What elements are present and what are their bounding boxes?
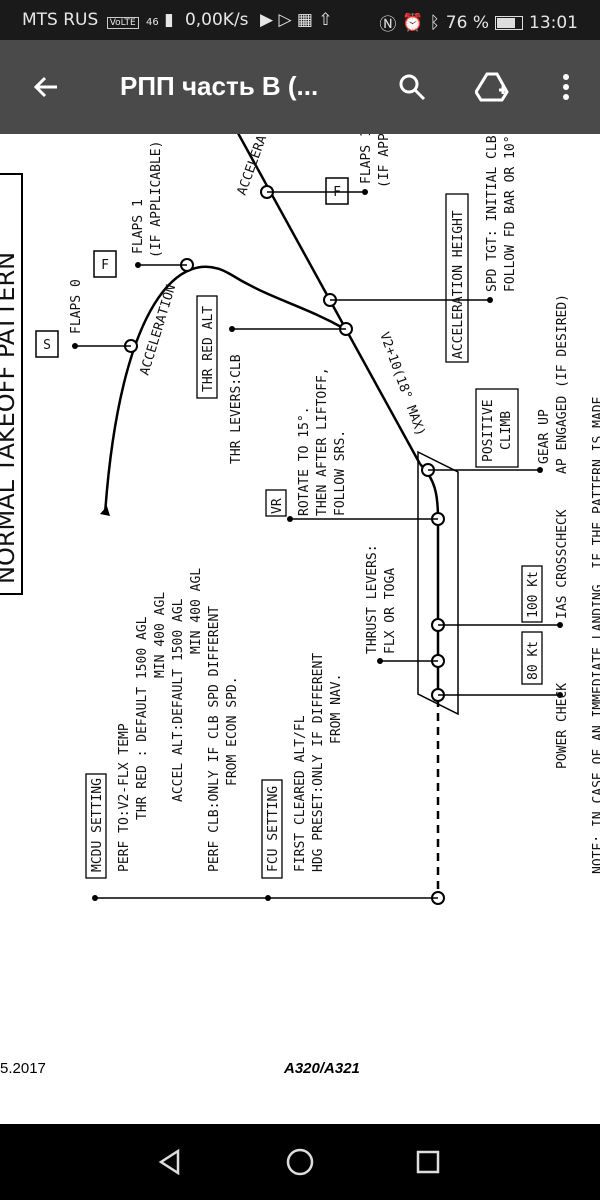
more-options-icon[interactable]	[546, 67, 586, 107]
hdg-preset-2-label: FROM NAV.	[329, 674, 344, 744]
rotate-label-2: THEN AFTER LIFTOFF,	[315, 367, 330, 516]
footer-date: 5.2017	[0, 1060, 46, 1077]
thr-red-alt-label: THR RED ALT	[201, 306, 216, 392]
f-box-2-label: F	[333, 185, 341, 200]
acceleration-label-2: ACCELERATION	[235, 134, 281, 197]
power-check-label: POWER CHECK	[555, 683, 570, 769]
note-label: NOTE: IN CASE OF AN IMMEDIATE LANDING, I…	[591, 397, 600, 874]
search-icon[interactable]	[392, 67, 432, 107]
bluetooth-icon: ᛒ	[429, 12, 440, 33]
carrier-label: MTS RUS	[22, 10, 99, 30]
back-arrow-icon[interactable]	[26, 67, 66, 107]
takeoff-diagram: NORMAL TAKEOFF PATTERN	[0, 63, 600, 905]
follow-fd-label: FOLLOW FD BAR OR 10°	[503, 135, 518, 292]
100kt-label: 100 Kt	[526, 571, 541, 618]
thrust-levers-label: THRUST LEVERS:	[365, 544, 380, 654]
recents-square-icon[interactable]	[408, 1142, 448, 1182]
battery-percent: 76 %	[445, 12, 489, 33]
path-arrow-icon	[100, 506, 110, 516]
accel-min-label: MIN 400 AGL	[189, 568, 204, 654]
data-speed: 0,00K/s	[184, 10, 249, 30]
signal-icon: ▮	[164, 10, 174, 30]
calendar-icon: ▦	[296, 10, 313, 30]
network-type: 46	[146, 17, 159, 28]
flaps1b-sub-label: (IF APPLICABLE)	[377, 134, 392, 188]
app-bar: РПП часть В (...	[0, 40, 600, 134]
status-left: MTS RUS VoLTE 46 ▮ 0,00K/s ▶ ▷ ▦ ⇧	[22, 10, 333, 30]
flaps0-label: FLAPS 0	[69, 279, 84, 334]
accel-alt-label: ACCEL ALT:DEFAULT 1500 AGL	[171, 598, 186, 802]
flx-toga-label: FLX OR TOGA	[383, 568, 398, 654]
mcdu-setting-label: MCDU SETTING	[90, 778, 105, 872]
clock-time: 13:01	[529, 12, 578, 33]
80kt-label: 80 Kt	[526, 641, 541, 680]
s-box	[35, 330, 59, 358]
thr-red-label: THR RED : DEFAULT 1500 AGL	[135, 616, 150, 820]
turn-path	[103, 265, 346, 515]
footer-model: A320/A321	[284, 1060, 360, 1077]
perf-clb-2-label: FROM ECON SPD.	[225, 676, 240, 786]
first-cleared-label: FIRST CLEARED ALT/FL	[293, 715, 308, 872]
add-to-drive-icon[interactable]	[472, 67, 512, 107]
ap-engaged-label: AP ENGAGED (IF DESIRED)	[555, 294, 570, 474]
hdg-preset-label: HDG PRESET:ONLY IF DIFFERENT	[311, 653, 326, 872]
f-box-label: F	[101, 258, 109, 273]
f-box-2	[325, 177, 349, 205]
ground-phase-box	[417, 450, 459, 716]
upload-icon: ⇧	[318, 10, 333, 30]
status-bar: MTS RUS VoLTE 46 ▮ 0,00K/s ▶ ▷ ▦ ⇧ Ⓝ ⏰ ᛒ…	[0, 0, 600, 40]
v2-label: V2+10(18° MAX)	[376, 330, 428, 438]
perf-clb-label: PERF CLB:ONLY IF CLB SPD DIFFERENT	[207, 606, 222, 872]
thr-red-min-label: MIN 400 AGL	[153, 592, 168, 678]
spd-tgt-label: SPD TGT: INITIAL CLB SPD	[485, 134, 500, 292]
status-right: Ⓝ ⏰ ᛒ 76 % 13:01	[379, 10, 578, 36]
perf-to-label: PERF TO:V2-FLX TEMP	[117, 723, 132, 872]
s-box-label: S	[43, 338, 51, 353]
back-triangle-icon[interactable]	[150, 1142, 190, 1182]
document-title: РПП часть В (...	[120, 71, 319, 101]
climb-label: CLIMB	[499, 411, 514, 450]
acceleration-height-label: ACCELERATION HEIGHT	[451, 210, 466, 359]
fcu-setting-label: FCU SETTING	[266, 786, 281, 872]
battery-icon	[495, 15, 523, 30]
flaps1-sub-label: (IF APPLICABLE)	[149, 141, 164, 258]
cast-icon: ▷	[278, 10, 292, 30]
thr-levers-clb-label: THR LEVERS:CLB	[229, 354, 244, 464]
flaps1-label: FLAPS 1	[131, 199, 146, 254]
vr-label: VR	[270, 498, 285, 514]
volte-icon: VoLTE	[106, 17, 139, 29]
ias-crosscheck-label: IAS CROSSCHECK	[555, 509, 570, 619]
home-circle-icon[interactable]	[280, 1142, 320, 1182]
document-page: NORMAL TAKEOFF PATTERN	[0, 63, 600, 1124]
gear-up-label: GEAR UP	[537, 409, 552, 464]
play-icon: ▶	[259, 10, 274, 30]
f-box	[93, 250, 117, 278]
positive-label: POSITIVE	[481, 399, 496, 462]
system-nav-bar	[0, 1124, 600, 1200]
nfc-icon: Ⓝ	[379, 15, 397, 35]
flaps1b-label: FLAPS 1	[359, 134, 374, 184]
rotate-label-1: ROTATE TO 15°.	[297, 406, 312, 516]
alarm-icon: ⏰	[402, 12, 424, 33]
diagram-heading: NORMAL TAKEOFF PATTERN	[0, 252, 20, 584]
rotate-label-3: FOLLOW SRS.	[333, 430, 348, 516]
heading-frame	[0, 173, 23, 595]
